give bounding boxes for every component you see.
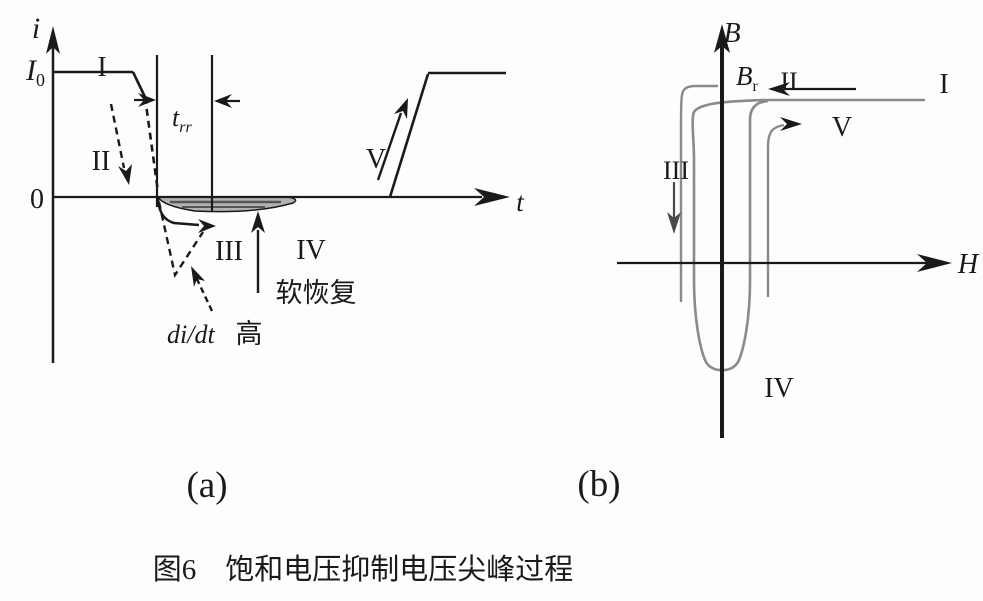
phase2-fall-arrowhead-icon	[118, 164, 132, 185]
didt-text: di/dt	[167, 320, 215, 349]
flux-axis-arrowhead-icon	[714, 24, 730, 53]
origin-label: 0	[30, 184, 44, 215]
recovery-charge-shaded-area	[156, 196, 297, 213]
soft-recovery-callout-arrowhead-icon	[251, 211, 265, 233]
current-axis-arrowhead-icon	[46, 26, 60, 54]
snappy-recovery-dashed-dip	[157, 201, 205, 279]
phase3-direction-arrowhead-icon	[667, 212, 681, 234]
phase3-label-b: III	[663, 156, 689, 185]
subfigure-b: B H Br II I V III IV	[617, 18, 980, 438]
figure-caption: 图6 饱和电压抑制电压尖峰过程	[153, 553, 574, 586]
waveform-fall-solid	[131, 71, 147, 98]
hysteresis-outer-loop	[691, 98, 925, 372]
phase5-label: V	[366, 144, 386, 175]
soft-recovery-text: 软恢复	[276, 278, 357, 308]
time-axis-arrowhead-icon	[474, 188, 510, 206]
phase3-label: III	[215, 236, 243, 267]
phase2-label: II	[92, 146, 111, 177]
subfigure-a-label: (a)	[186, 465, 227, 506]
field-axis-label: H	[957, 249, 980, 280]
br-base: B	[736, 61, 753, 91]
phase1-label: I	[97, 52, 106, 83]
subfigure-a: i t 0 I0 I II trr III IV 软恢复 di/dt 高 V	[25, 12, 525, 363]
hysteresis-upper-branch	[679, 84, 718, 302]
remanence-label: Br	[736, 61, 759, 95]
phase2-label-b: II	[780, 67, 797, 96]
phase5-label-b: V	[832, 112, 852, 143]
field-axis-arrowhead-icon	[917, 254, 952, 272]
turn-on-branch-curve	[766, 123, 785, 297]
didt-pointer-arrowhead-icon	[191, 266, 205, 287]
phase2-fall-arrow-shaft	[109, 103, 126, 169]
phase1-label-b: I	[939, 69, 948, 100]
trr-dim-arrowhead-left-icon	[138, 93, 156, 107]
phase2-direction-arrowhead-icon	[768, 82, 790, 96]
trr-subscript: rr	[179, 119, 192, 136]
trr-label: trr	[172, 103, 192, 136]
br-subscript: r	[753, 78, 759, 95]
phase5-direction-arrowhead-icon	[780, 117, 802, 131]
phase5-rise-arrowhead-icon	[394, 98, 408, 119]
phase5-rise-arrow-shaft	[376, 112, 403, 181]
trr-base: t	[172, 103, 180, 132]
current-axis-label: i	[32, 12, 40, 45]
didt-pointer-shaft	[194, 276, 214, 312]
soft-recovery-curve-arrowhead-icon	[198, 219, 216, 233]
i0-base: I	[25, 54, 38, 87]
subfigure-b-label: (b)	[577, 464, 620, 505]
waveform-fall-dashed	[143, 96, 160, 193]
didt-suffix-text: 高	[236, 319, 263, 349]
initial-current-label: I0	[25, 54, 45, 90]
waveform-rise-edge	[388, 73, 430, 198]
flux-axis-label: B	[723, 18, 740, 49]
trr-dim-arrowhead-right-icon	[214, 94, 232, 108]
phase4-label-b: IV	[764, 373, 794, 404]
i0-subscript: 0	[36, 70, 45, 90]
time-axis-label: t	[516, 187, 525, 217]
phase4-label: IV	[296, 235, 326, 266]
